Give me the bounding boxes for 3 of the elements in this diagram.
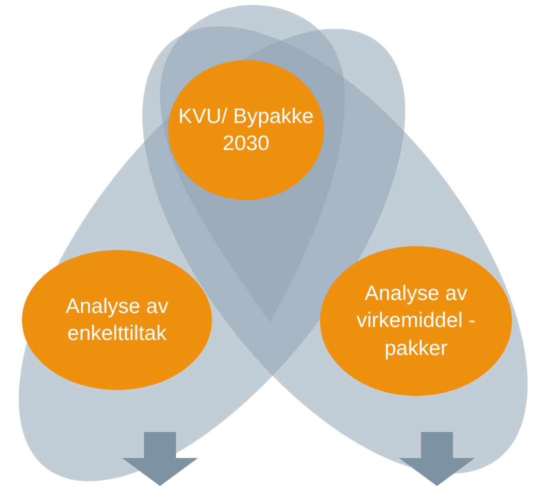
node-label: Analyse av virkemiddel -pakker <box>355 281 477 362</box>
node-label: KVU/ Bypakke 2030 <box>177 104 315 157</box>
node-label: Analyse av enkelttiltak <box>64 294 170 347</box>
